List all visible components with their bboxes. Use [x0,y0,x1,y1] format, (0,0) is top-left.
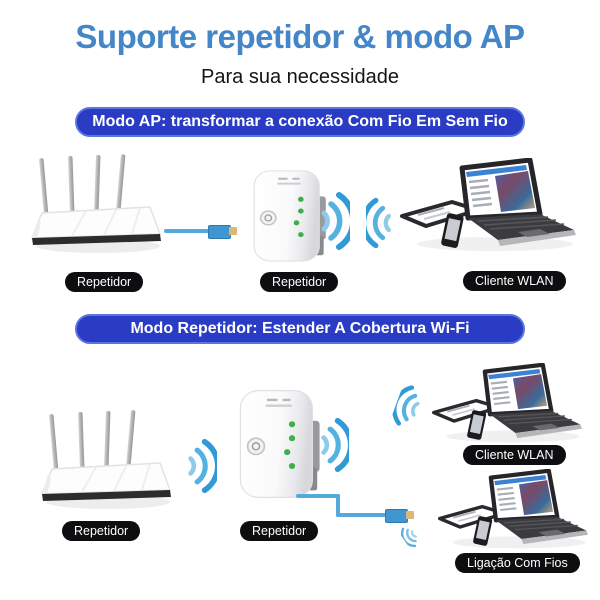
wired-client-label: Ligação Com Fios [455,553,580,573]
repeater-body [253,170,320,262]
wifi-waves-icon [392,385,420,426]
laptop-tablet-phone-icon [400,158,576,251]
wifi-waves-icon [188,438,217,494]
phone-icon [441,213,464,248]
wifi-waves-icon [321,417,349,473]
laptop-icon [482,363,582,439]
ethernet-cable [296,494,340,498]
ethernet-cable [336,513,388,517]
banner-modo-repetidor: Modo Repetidor: Estender A Cobertura Wi-… [75,314,525,344]
repeater-body [239,390,313,498]
wifi-waves-icon [321,192,350,250]
page-subtitle: Para sua necessidade [201,66,399,88]
repeater-label: Repetidor [240,521,319,541]
router-antennas [49,410,136,473]
router-label: Repetidor [62,521,141,541]
repeater-label: Repetidor [260,272,339,292]
phone-icon [467,410,487,440]
wps-button-icon [246,437,266,456]
repeater-led-indicators [293,196,304,238]
ethernet-cable [164,229,210,233]
wall-plug-repeater-icon [239,390,320,498]
phone-icon [473,516,493,546]
wps-button-icon [259,210,277,226]
rj45-connector-icon [208,225,231,239]
router-body-top [30,206,162,239]
router-antennas [39,154,126,217]
wall-plug-repeater-icon [253,170,326,262]
ethernet-cable [336,494,340,517]
laptop-tablet-phone-icon [432,363,582,443]
laptop-icon [488,469,588,545]
wireless-router-icon [30,154,162,253]
banner-modo-ap: Modo AP: transformar a conexão Com Fio E… [75,107,525,137]
page-title: Suporte repetidor & modo AP [75,18,525,55]
rj45-connector-tip [406,511,414,519]
wifi-waves-icon [400,527,417,548]
laptop-icon [459,158,576,246]
rj45-connector-tip [229,227,237,235]
clients-label: Cliente WLAN [463,271,566,291]
wireless-router-icon [40,410,172,509]
repeater-led-indicators [284,421,296,470]
router-label: Repetidor [65,272,144,292]
clients-label: Cliente WLAN [463,445,566,465]
laptop-tablet-phone-icon [438,469,588,549]
router-body-base [32,234,161,245]
wifi-waves-icon [366,197,391,249]
rj45-connector-icon [385,509,408,523]
